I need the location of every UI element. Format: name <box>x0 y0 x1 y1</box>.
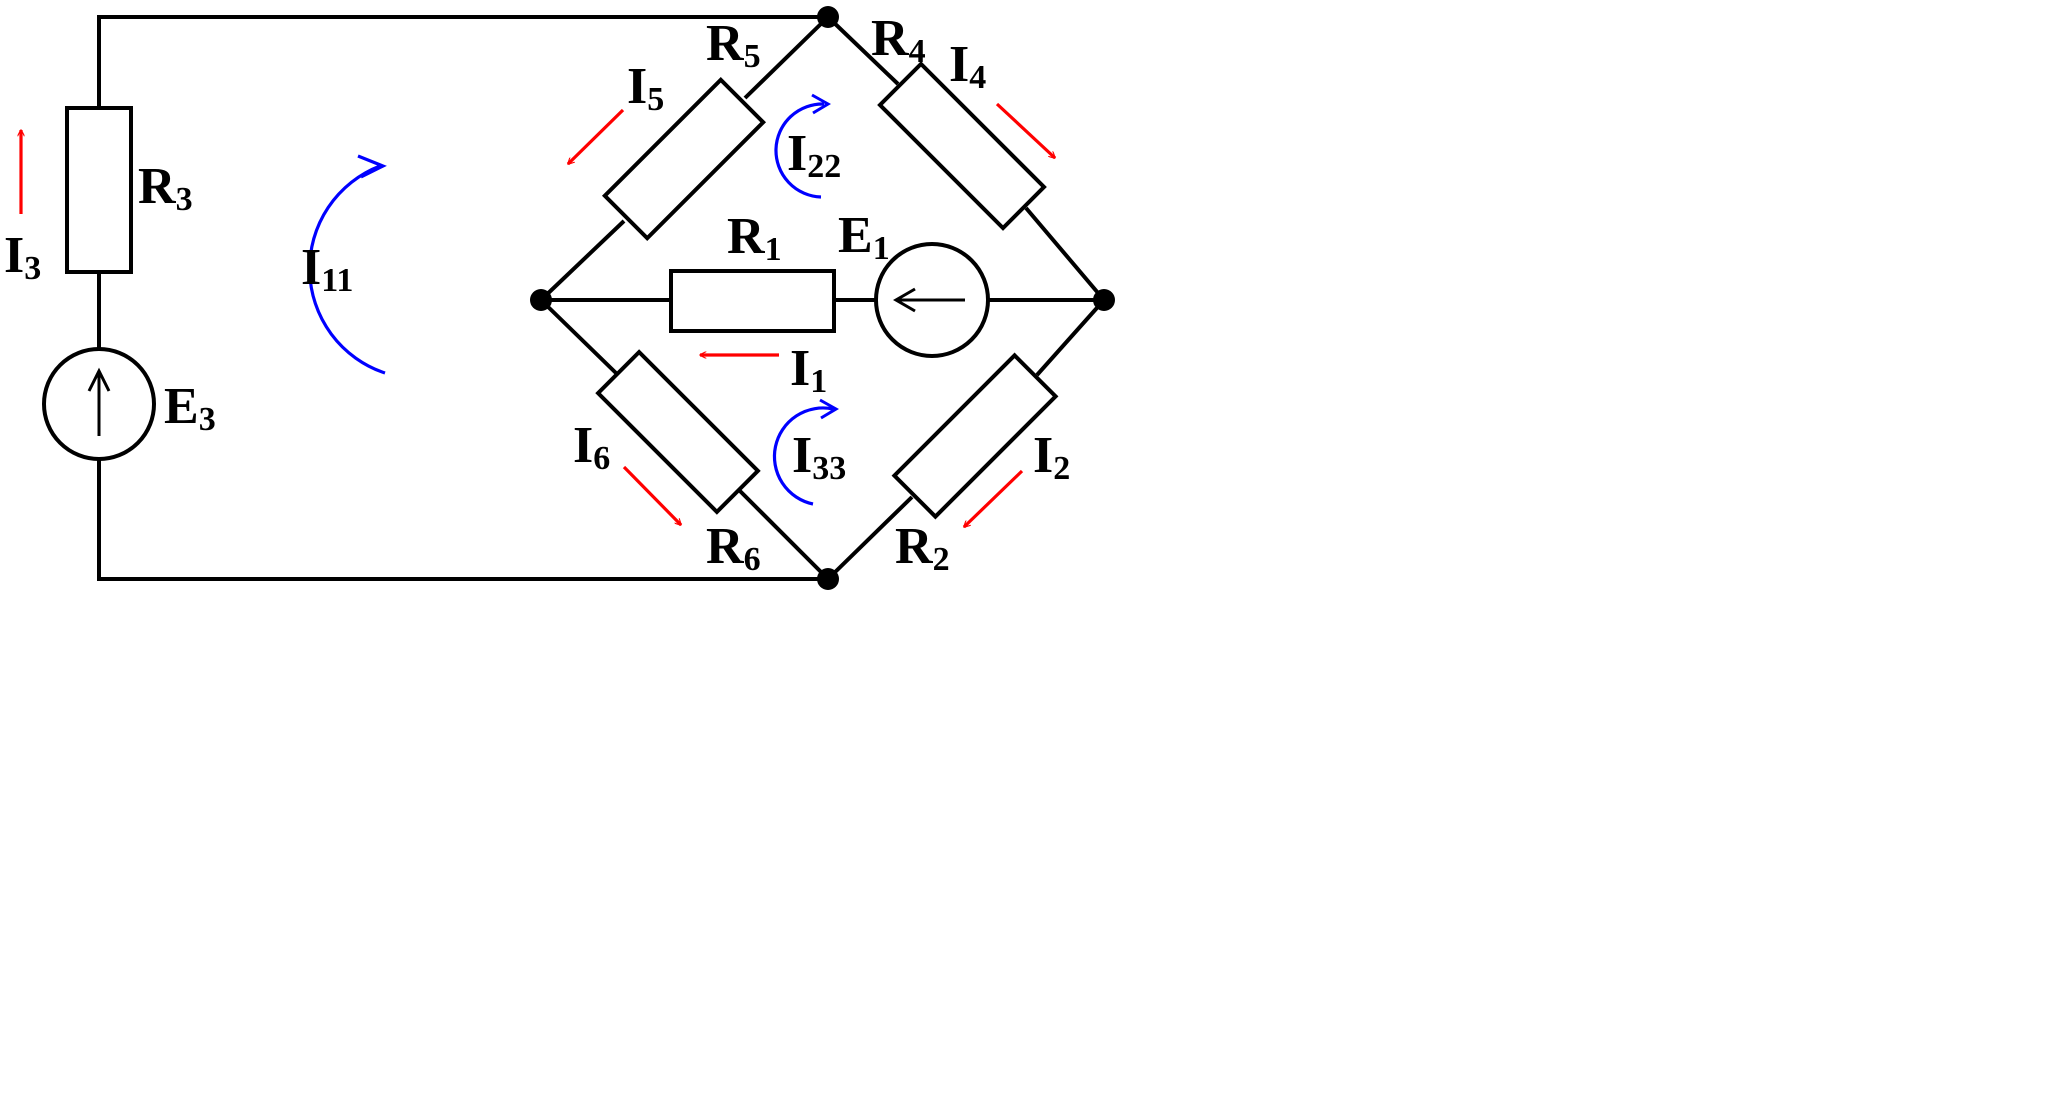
label-r6: R6 <box>706 518 761 578</box>
wire-r2-to-right <box>1035 298 1106 377</box>
label-i11: I11 <box>301 239 353 299</box>
loop-arrows <box>308 93 839 506</box>
current-arrow-i4-icon <box>995 102 1055 158</box>
loop-arrow-i22-icon <box>774 93 831 199</box>
node-right <box>1093 289 1115 311</box>
current-arrow-i6-icon <box>622 465 681 525</box>
wire-top-to-r4 <box>826 15 900 86</box>
label-i4: I4 <box>949 36 986 96</box>
wires <box>97 15 1106 581</box>
wire-top-left <box>97 15 828 108</box>
source-e1-arrowhead-icon <box>893 287 916 313</box>
current-arrow-i5-icon <box>568 108 625 164</box>
resistor-r5 <box>601 76 767 242</box>
label-r1: R1 <box>727 208 782 268</box>
node-bottom <box>817 568 839 590</box>
resistor-r4 <box>877 61 1047 231</box>
wire-bottom-to-r2 <box>826 495 914 581</box>
current-arrow-i2-icon <box>964 469 1024 527</box>
resistor-r6 <box>595 349 761 515</box>
loop-arrow-i33-icon <box>772 398 839 506</box>
source-e1 <box>874 242 990 358</box>
wire-top-to-r5 <box>743 15 830 100</box>
current-arrows <box>21 102 1055 527</box>
source-e3-arrowhead-icon <box>87 367 111 392</box>
loop-arrow-i11-icon <box>308 154 387 375</box>
wire-r6-to-bottom <box>738 489 830 581</box>
node-left <box>530 289 552 311</box>
label-r4: R4 <box>871 10 926 70</box>
label-e3: E3 <box>164 378 216 438</box>
label-i3: I3 <box>4 227 41 287</box>
label-r5: R5 <box>706 15 761 75</box>
wire-r5-to-left <box>539 219 626 302</box>
label-r3: R3 <box>138 158 193 218</box>
label-i5: I5 <box>627 58 664 118</box>
resistor-r1 <box>669 269 836 333</box>
label-i2: I2 <box>1033 427 1070 487</box>
source-e3 <box>42 347 156 461</box>
label-i33: I33 <box>792 427 846 487</box>
wire-left-to-r6 <box>539 298 619 376</box>
label-e1: E1 <box>838 207 890 267</box>
resistor-r3 <box>65 106 133 274</box>
wire-r4-to-right <box>1024 206 1106 302</box>
label-r2: R2 <box>895 518 950 578</box>
label-i1: I1 <box>790 340 827 400</box>
resistor-r2 <box>891 352 1059 520</box>
node-top <box>817 6 839 28</box>
label-i6: I6 <box>573 417 610 477</box>
wire-bottom-left <box>97 459 828 581</box>
label-i22: I22 <box>787 125 841 185</box>
